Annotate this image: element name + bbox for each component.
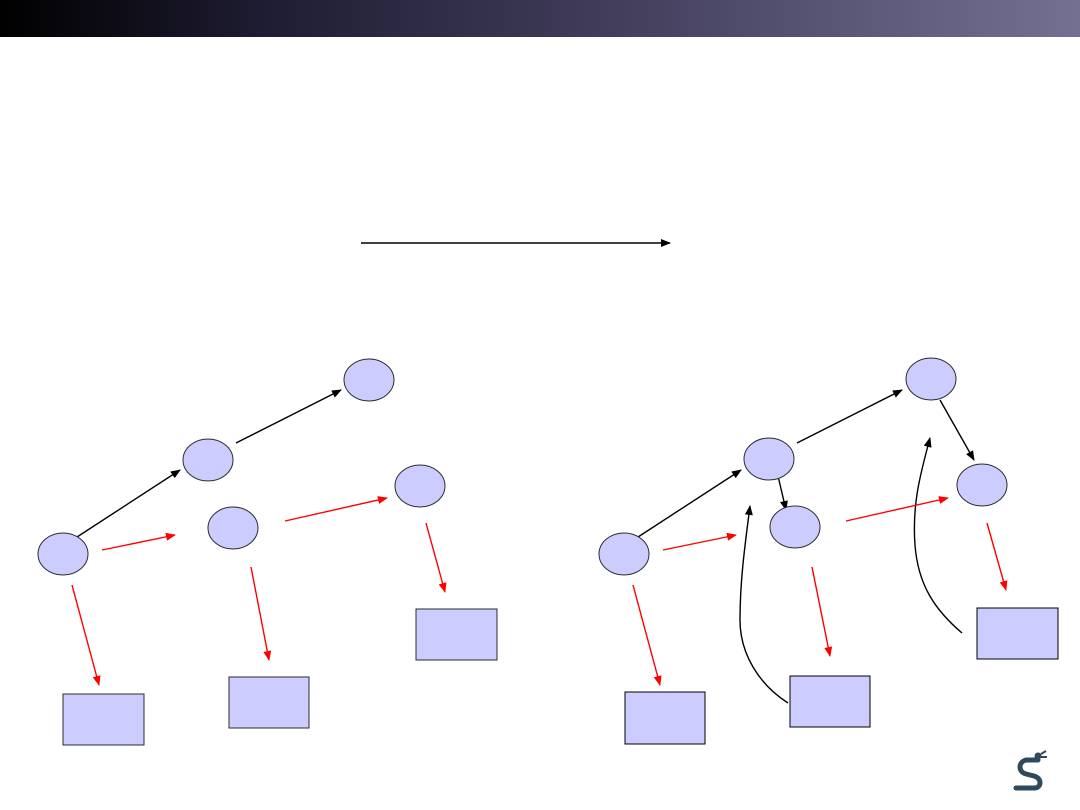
title-bar — [0, 0, 1080, 37]
left-edge-n5-box3 — [425, 522, 447, 593]
left-box-2 — [228, 676, 310, 729]
right-edge-n4-n5 — [845, 496, 949, 522]
left-box-3 — [415, 608, 498, 661]
left-edge-n1-n2 — [76, 469, 181, 538]
right-edge-n1-n2 — [637, 469, 742, 538]
left-node-4 — [207, 506, 259, 550]
right-node-5 — [956, 463, 1008, 507]
robot-arm-logo-icon — [1013, 750, 1047, 791]
left-tree — [37, 358, 498, 746]
right-box-3 — [976, 607, 1059, 660]
left-edge-n4-n5 — [284, 496, 388, 522]
right-curve-box2-to-n2 — [739, 505, 789, 704]
right-box-2 — [789, 675, 871, 728]
left-box-1 — [62, 693, 145, 746]
left-edge-n2-n3 — [235, 389, 342, 444]
right-edge-n1-n4 — [662, 532, 737, 551]
right-edge-n3-n5 — [939, 399, 975, 461]
left-node-2 — [182, 438, 234, 482]
right-tree — [598, 357, 1059, 745]
left-edge-n1-box1 — [71, 584, 101, 686]
right-node-2 — [743, 437, 795, 481]
left-node-5 — [394, 464, 446, 508]
right-node-4 — [769, 505, 821, 549]
right-edge-n4-box2 — [811, 566, 833, 657]
right-box-1 — [624, 691, 706, 745]
left-node-1 — [37, 532, 89, 576]
right-edge-n2-n4 — [777, 475, 788, 511]
right-edge-n5-box3 — [986, 522, 1008, 591]
left-node-3 — [343, 358, 395, 402]
right-curve-box3-to-n3 — [913, 437, 963, 634]
left-edge-n1-n4 — [101, 532, 176, 551]
right-edge-n1-box1 — [632, 584, 662, 686]
right-edge-n2-n3 — [796, 389, 903, 444]
right-node-1 — [598, 532, 650, 576]
right-node-3 — [905, 357, 957, 401]
left-edge-n4-box2 — [250, 566, 272, 661]
